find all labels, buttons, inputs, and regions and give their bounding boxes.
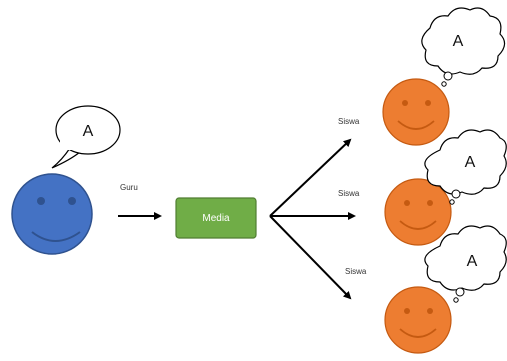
student-2-bubble-text: A — [465, 154, 476, 171]
student-2-right-eye — [427, 200, 433, 206]
student-2-face-icon — [384, 178, 452, 246]
student-3-thought-bubble: A — [424, 225, 507, 303]
student-2-face-circle — [384, 178, 452, 246]
thought-dot — [441, 81, 447, 87]
teacher-speech-bubble: A — [51, 105, 121, 169]
student-1-face-circle — [382, 78, 450, 146]
media-to-student-3-arrow — [269, 215, 352, 300]
student-2-thought-bubble: A — [424, 129, 507, 205]
student-1-smile — [397, 120, 435, 130]
student-2-smile — [399, 220, 437, 230]
student-3-left-eye — [404, 308, 410, 314]
teacher-label: Guru — [120, 183, 138, 192]
teacher-smile — [31, 231, 81, 242]
student-1-face-icon — [382, 78, 450, 146]
media-box-shape — [175, 197, 257, 239]
teacher-face-circle — [11, 173, 93, 255]
student-1-left-eye — [402, 100, 408, 106]
speech-bubble-shape — [51, 147, 81, 169]
student-3-smile — [399, 328, 437, 338]
student-3-face-icon — [384, 286, 452, 354]
teacher-right-eye — [68, 197, 76, 205]
media-to-student-1-arrow — [269, 138, 352, 217]
student-1-thought-bubble: A — [421, 7, 506, 87]
student-3-bubble-text: A — [467, 253, 478, 270]
thought-dot — [453, 297, 459, 303]
student-2-left-eye — [404, 200, 410, 206]
student-2-label: Siswa — [338, 189, 360, 198]
cloud-shape — [421, 7, 506, 75]
cloud-shape — [424, 129, 507, 195]
cloud-shape — [424, 225, 507, 291]
thought-dot — [443, 71, 453, 81]
thought-dot — [455, 287, 465, 297]
student-3-face-circle — [384, 286, 452, 354]
teacher-left-eye — [37, 197, 45, 205]
student-1-label: Siswa — [338, 117, 360, 126]
thought-dot — [451, 189, 461, 199]
media-label: Media — [202, 213, 230, 224]
media-box: Media — [175, 197, 257, 239]
thought-dot — [449, 199, 455, 205]
student-3-right-eye — [427, 308, 433, 314]
student-1-bubble-text: A — [453, 33, 464, 50]
teacher-face-icon — [11, 173, 93, 255]
student-1-right-eye — [425, 100, 431, 106]
teacher-bubble-text: A — [83, 123, 94, 140]
student-3-label: Siswa — [345, 267, 367, 276]
